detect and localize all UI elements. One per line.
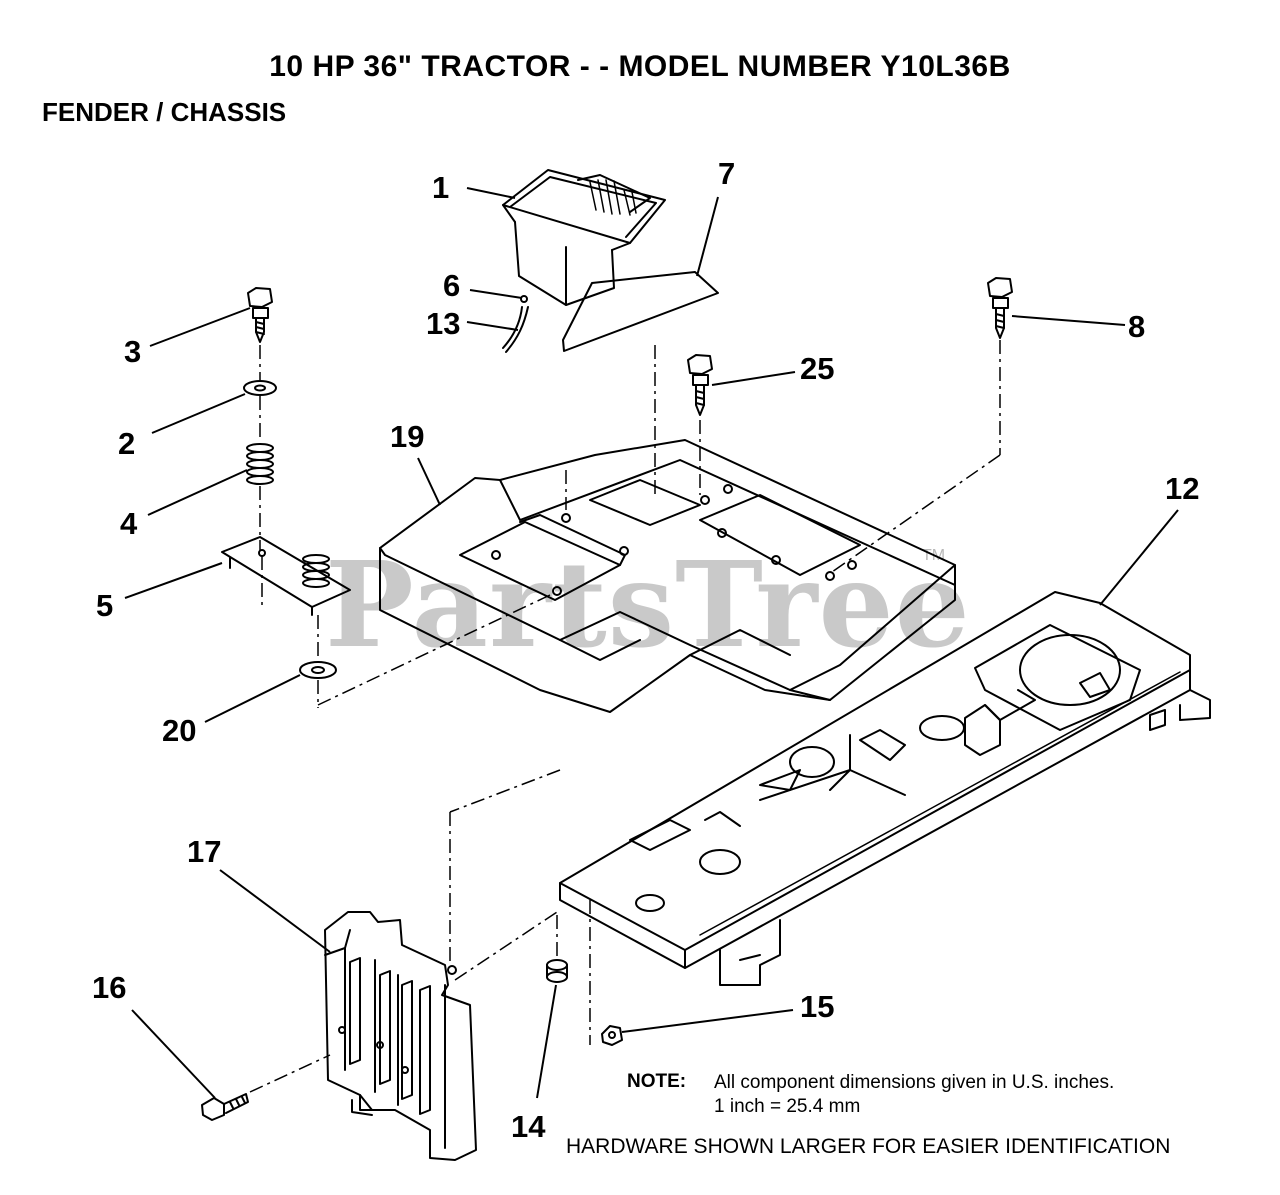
callout-7: 7 [718, 156, 736, 191]
part-25-bolt[interactable] [687, 354, 713, 416]
part-19-fender[interactable] [379, 439, 956, 713]
part-5-seat-plate[interactable] [221, 536, 351, 616]
part-7-decal[interactable] [562, 271, 719, 352]
page-title: 10 HP 36" TRACTOR - - MODEL NUMBER Y10L3… [269, 50, 1011, 83]
callout-4: 4 [120, 506, 138, 541]
hardware-footnote: HARDWARE SHOWN LARGER FOR EASIER IDENTIF… [566, 1135, 1171, 1158]
callout-16: 16 [92, 970, 127, 1005]
section-subtitle: FENDER / CHASSIS [42, 97, 287, 127]
part-15-nut[interactable] [601, 1025, 623, 1046]
part-17-bracket[interactable] [324, 911, 477, 1161]
callout-19: 19 [390, 419, 425, 454]
callout-17: 17 [187, 834, 222, 869]
callout-5: 5 [96, 588, 114, 623]
callout-12: 12 [1165, 471, 1200, 506]
callout-13: 13 [426, 306, 461, 341]
part-14-nut[interactable] [546, 959, 568, 983]
part-20-washer[interactable] [299, 661, 337, 679]
watermark-logo: PartsTree [325, 535, 971, 674]
callout-3: 3 [124, 334, 142, 369]
callout-2: 2 [118, 426, 136, 461]
note-text: All component dimensions given in U.S. i… [714, 1071, 1114, 1119]
part-2-washer[interactable] [243, 380, 277, 396]
note-line-1: All component dimensions given in U.S. i… [714, 1072, 1115, 1093]
callout-15: 15 [800, 989, 835, 1024]
part-1-seat-box[interactable] [502, 169, 666, 306]
part-12-chassis-frame[interactable] [559, 591, 1211, 986]
leader-lines [124, 187, 1179, 1099]
part-4-spring[interactable] [246, 443, 274, 485]
part-16-bolt[interactable] [201, 1093, 249, 1121]
part-8-bolt[interactable] [987, 277, 1013, 339]
callout-20: 20 [162, 713, 197, 748]
part-6-clip[interactable] [520, 295, 528, 303]
callout-6: 6 [443, 268, 461, 303]
part-3-bolt[interactable] [247, 287, 273, 343]
callout-14: 14 [511, 1109, 546, 1144]
callout-25: 25 [800, 351, 835, 386]
note-line-2: 1 inch = 25.4 mm [714, 1096, 861, 1117]
alignment-lines [249, 340, 1001, 1093]
callout-1: 1 [432, 170, 450, 205]
note-label: NOTE: [627, 1071, 687, 1092]
callout-8: 8 [1128, 309, 1146, 344]
